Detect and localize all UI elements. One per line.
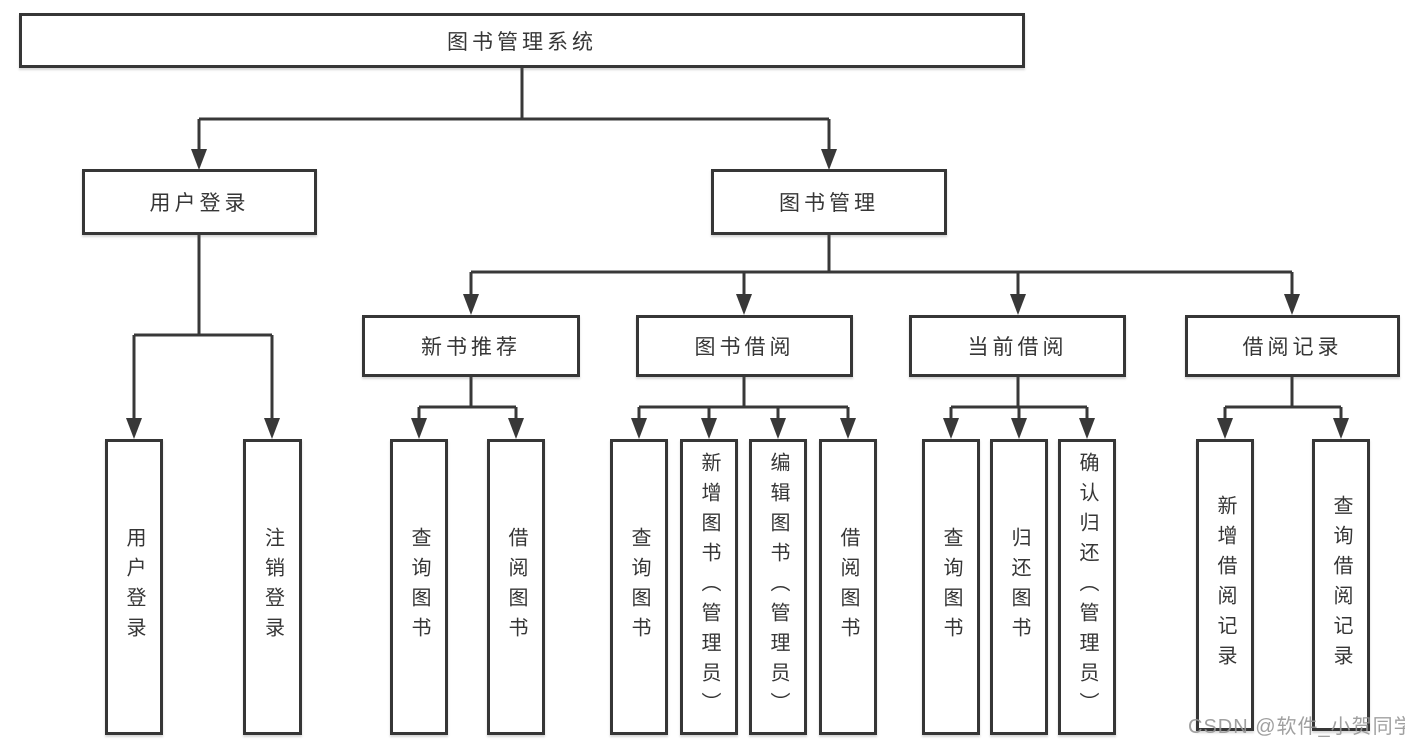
leaf-return-books: 归还图书	[990, 439, 1048, 735]
node-label: 查询图书	[408, 527, 430, 647]
node-label: 图书管理系统	[447, 30, 597, 54]
node-label: 新增借阅记录	[1214, 495, 1236, 675]
arrowhead-icons	[126, 149, 1349, 439]
node-library-management-system: 图书管理系统	[19, 13, 1025, 68]
node-book-borrowing: 图书借阅	[636, 315, 853, 377]
leaf-query-borrow-record: 查询借阅记录	[1312, 439, 1370, 731]
node-label: 当前借阅	[967, 336, 1068, 359]
node-label: 查询借阅记录	[1330, 495, 1352, 675]
node-label: 注销登录	[261, 527, 284, 647]
node-label: 新书推荐	[421, 336, 521, 359]
leaf-query-books-recommend: 查询图书	[390, 439, 448, 735]
node-new-book-recommend: 新书推荐	[362, 315, 580, 377]
node-label: 图书管理	[779, 192, 879, 215]
node-label: 借阅图书	[837, 527, 859, 647]
node-book-management: 图书管理	[711, 169, 947, 235]
leaf-borrow-books-recommend: 借阅图书	[487, 439, 545, 735]
node-borrowing-records: 借阅记录	[1185, 315, 1400, 377]
leaf-confirm-return-admin: 确认归还（管理员）	[1058, 439, 1116, 735]
node-label: 图书借阅	[694, 336, 795, 359]
node-label: 用户登录	[123, 527, 145, 647]
leaf-query-books-current: 查询图书	[922, 439, 980, 735]
csdn-watermark: CSDN @软件_小贺同学	[1188, 716, 1405, 738]
node-label: 确认归还（管理员）	[1076, 452, 1098, 722]
leaf-edit-books-admin: 编辑图书（管理员）	[749, 439, 807, 735]
leaf-borrow-books: 借阅图书	[819, 439, 877, 735]
node-label: 新增图书（管理员）	[698, 452, 720, 722]
node-label: 借阅记录	[1242, 336, 1343, 359]
leaf-add-borrow-record: 新增借阅记录	[1196, 439, 1254, 731]
node-label: 查询图书	[940, 527, 962, 647]
node-user-login: 用户登录	[82, 169, 317, 235]
node-current-borrowing: 当前借阅	[909, 315, 1126, 377]
node-label: 归还图书	[1008, 527, 1030, 647]
leaf-add-books-admin: 新增图书（管理员）	[680, 439, 738, 735]
node-label: 用户登录	[149, 192, 250, 215]
leaf-logout: 注销登录	[243, 439, 302, 735]
node-label: 编辑图书（管理员）	[767, 452, 789, 722]
node-label: 查询图书	[628, 527, 650, 647]
leaf-user-login: 用户登录	[105, 439, 163, 735]
leaf-query-books-borrow: 查询图书	[610, 439, 668, 735]
node-label: 借阅图书	[505, 527, 527, 647]
